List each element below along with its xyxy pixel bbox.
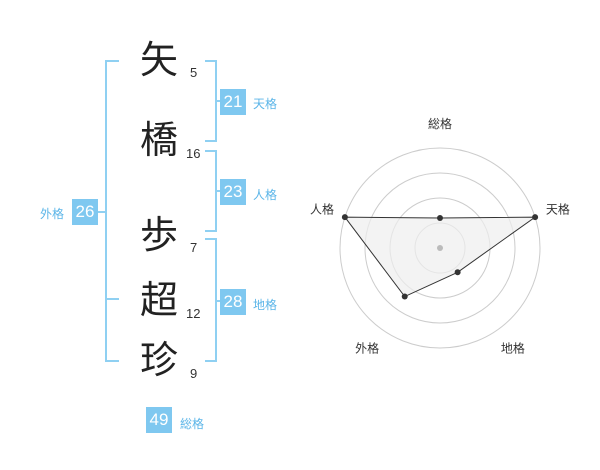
radar-point-2 (532, 214, 539, 221)
radar-axis-label-4: 外格 (355, 340, 379, 355)
name-char-1: 矢 (140, 38, 179, 82)
radar-center-dot (437, 245, 443, 251)
sokaku-value: 49 (146, 407, 172, 433)
gaikaku-connector (95, 211, 107, 213)
radar-axis-label-2: 天格 (546, 202, 570, 217)
jinkaku-value: 23 (220, 179, 246, 205)
name-char-3: 歩 (140, 213, 179, 257)
radar-grid-ring-4 (339, 147, 541, 349)
radar-axis-label-1: 総格 (428, 116, 452, 131)
radar-point-3 (454, 269, 461, 276)
radar-series-area (343, 216, 537, 298)
stroke-count-4: 12 (186, 306, 201, 321)
tenkaku-connector (215, 100, 223, 102)
sokaku-label: 総格 (180, 417, 205, 431)
gaikaku-value: 26 (72, 199, 98, 225)
radar-point-5 (341, 214, 348, 221)
radar-axis-label-3: 地格 (501, 340, 525, 355)
gaikaku-divider (105, 298, 119, 300)
stroke-count-1: 5 (190, 65, 198, 80)
tenkaku-value: 21 (220, 89, 246, 115)
name-char-2: 橋 (140, 118, 179, 162)
radar-axis-label-5: 人格 (310, 202, 334, 217)
radar-grid-ring-3 (364, 172, 516, 324)
radar-point-1 (437, 215, 443, 221)
name-char-4: 超 (140, 278, 179, 322)
gaikaku-label: 外格 (40, 207, 65, 221)
name-char-5: 珍 (140, 338, 179, 382)
jinkaku-label: 人格 (253, 188, 278, 202)
stroke-count-3: 7 (190, 240, 198, 255)
tenkaku-label: 天格 (253, 97, 278, 111)
chikaku-connector (215, 300, 223, 302)
stroke-count-2: 16 (186, 146, 201, 161)
chikaku-label: 地格 (253, 298, 278, 312)
chikaku-value: 28 (220, 289, 246, 315)
jinkaku-connector (215, 190, 223, 192)
radar-point-4 (401, 293, 408, 300)
stroke-count-5: 9 (190, 366, 198, 381)
